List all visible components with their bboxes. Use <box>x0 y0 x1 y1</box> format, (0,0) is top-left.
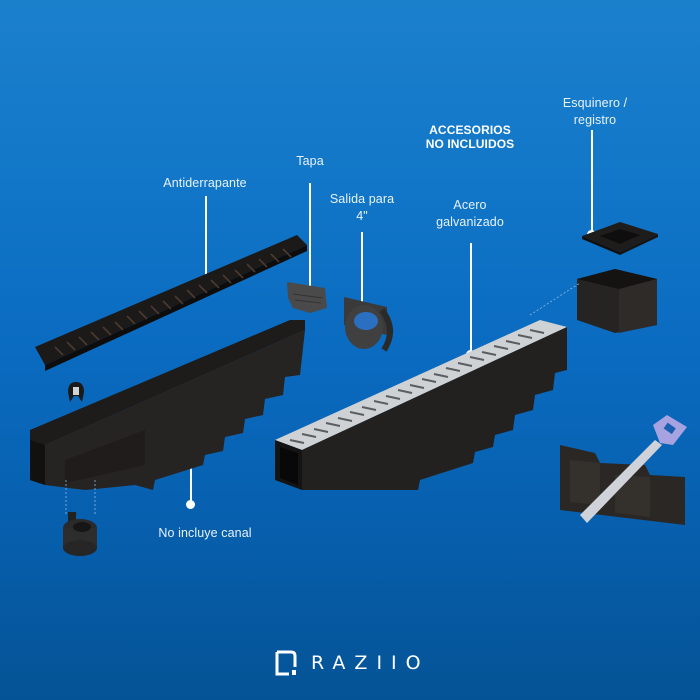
channel-left-image <box>30 320 305 490</box>
outlet-4in-image <box>344 297 393 352</box>
leader-esquinero <box>591 130 593 235</box>
channel-cut-saw-image <box>560 415 687 525</box>
leader-tapa <box>309 183 311 291</box>
corner-box-lid-image <box>582 222 658 255</box>
label-antiderrapante: Antiderrapante <box>163 176 247 190</box>
raziio-logo-icon <box>275 650 297 676</box>
antislip-grate-image <box>35 235 307 371</box>
label-salida: Salida para 4" <box>322 191 402 225</box>
leader-acero <box>470 243 472 355</box>
galvanized-channel-image <box>275 320 567 490</box>
label-acero-line2: galvanizado <box>436 215 504 229</box>
end-cap-image <box>287 282 327 313</box>
label-no-incluye-canal: No incluye canal <box>158 526 252 540</box>
label-accesorios-line1: ACCESORIOS <box>429 123 511 137</box>
round-outlet-image <box>63 512 97 556</box>
corner-box-image <box>577 269 657 333</box>
label-esquinero-line1: Esquinero / <box>562 96 628 110</box>
label-esquinero-registro: Esquinero / registro <box>550 95 640 129</box>
brand-logo: RAZIIO <box>275 650 430 676</box>
label-acero-line1: Acero <box>453 198 487 212</box>
label-esquinero-line2: registro <box>573 113 617 127</box>
dot-no-incluye <box>186 500 195 509</box>
label-accesorios-no-incluidos: ACCESORIOS NO INCLUIDOS <box>415 123 525 151</box>
label-salida-line1: Salida para <box>329 192 395 206</box>
leader-salida <box>361 232 363 342</box>
label-acero: Acero galvanizado <box>425 197 515 231</box>
brand-name: RAZIIO <box>311 652 430 674</box>
leader-antiderrapante <box>205 196 207 286</box>
label-salida-line2: 4" <box>356 209 368 223</box>
clip-image <box>68 382 84 402</box>
label-accesorios-line2: NO INCLUIDOS <box>425 137 515 151</box>
label-tapa: Tapa <box>296 154 324 168</box>
